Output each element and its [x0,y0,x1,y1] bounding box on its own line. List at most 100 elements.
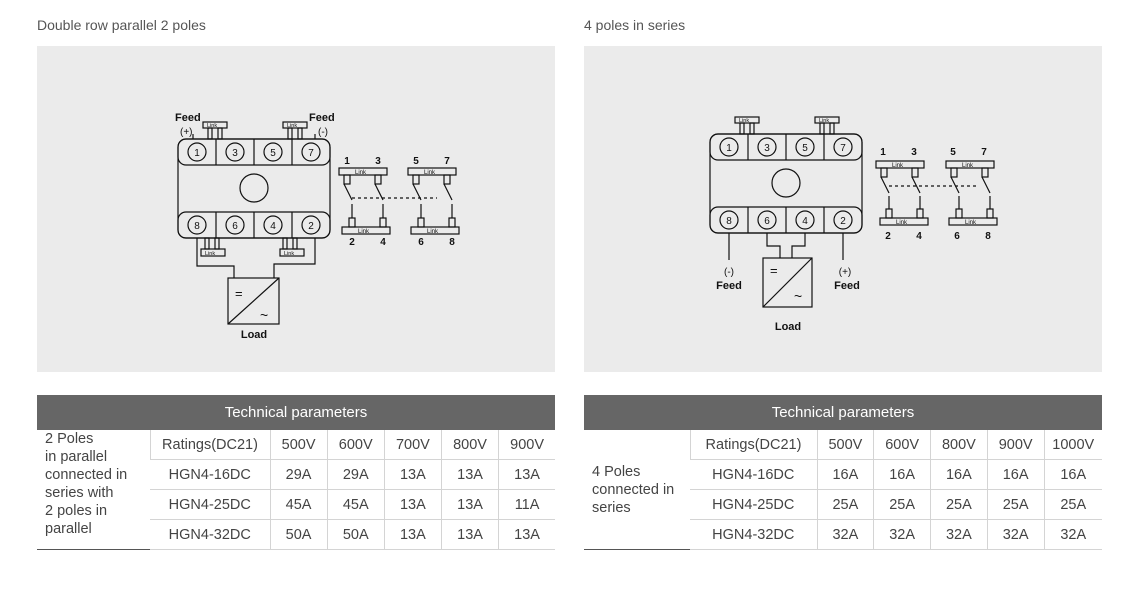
terminal-number: 1 [726,143,732,154]
link-label: Link [207,123,217,129]
ac-symbol: ~ [794,288,802,304]
load-box [762,257,813,308]
rating-cell: 25A [930,489,988,520]
rating-cell: 50A [326,519,385,550]
rating-cell: 16A [986,459,1044,490]
terminal-2 [833,210,853,230]
rating-cell: 29A [269,459,328,490]
contact-number: 8 [985,231,991,242]
terminal-4 [795,210,815,230]
contact-schematic [875,160,998,226]
terminal-8 [187,215,207,235]
terminal-number: 8 [726,216,732,227]
rotary-knob [771,168,801,198]
rating-cell: 25A [986,489,1044,520]
terminal-7 [301,142,321,162]
link-bar-bottom-right [279,248,305,257]
contact-number: 7 [981,147,987,158]
column-header: 500V [816,430,874,460]
rating-cell: 32A [816,519,874,550]
feed-label-right: Feed [309,112,335,124]
rating-cell: 32A [986,519,1044,550]
rating-cell: 16A [930,459,988,490]
terminal-number: 2 [308,221,314,232]
terminal-number: 3 [232,148,238,159]
terminal-number: 6 [232,221,238,232]
model-cell: HGN4-25DC [690,489,817,520]
link-label: Link [896,220,908,226]
rating-cell: 25A [816,489,874,520]
contact-number: 1 [344,156,350,167]
link-label: Link [358,229,370,235]
rating-cell: 11A [498,489,555,520]
table-row: HGN4-25DC 25A 25A 25A 25A 25A [584,489,1102,520]
column-header: Ratings(DC21) [689,430,817,460]
column-header: 800V [930,430,988,460]
terminal-number: 4 [270,221,276,232]
rating-cell: 13A [498,459,555,490]
contact-number: 4 [916,231,922,242]
feed-label-left: Feed [175,112,201,124]
model-cell: HGN4-32DC [690,519,817,550]
rating-cell: 29A [326,459,385,490]
terminal-2 [301,215,321,235]
rating-cell: 16A [873,459,931,490]
link-label: Link [355,170,367,176]
model-cell: HGN4-32DC [150,519,270,550]
contact-number: 5 [413,156,419,167]
rating-cell: 13A [440,459,499,490]
rotary-knob [239,173,269,203]
rating-cell: 16A [1043,459,1102,490]
table-row: HGN4-32DC 50A 50A 13A 13A 13A [37,519,555,550]
contact-number: 5 [950,147,956,158]
column-header: 600V [326,430,385,460]
model-cell: HGN4-16DC [150,459,270,490]
link-label: Link [739,118,749,124]
contact-number: 3 [375,156,381,167]
load-box [227,277,280,325]
rating-cell: 25A [873,489,931,520]
rating-cell: 32A [930,519,988,550]
contact-schematic [338,167,460,235]
contact-number: 1 [880,147,886,158]
terminal-number: 6 [764,216,770,227]
contact-number: 2 [349,237,355,248]
link-label: Link [284,251,294,257]
feed-sign-left: (-) [724,267,734,278]
contact-number: 6 [954,231,960,242]
contact-number: 4 [380,237,386,248]
rating-cell: 45A [269,489,328,520]
column-header: 600V [873,430,931,460]
rating-cell: 13A [383,489,442,520]
link-bar-bottom-left [200,248,226,257]
rating-cell: 50A [269,519,328,550]
rating-cell: 45A [326,489,385,520]
model-cell: HGN4-16DC [690,459,817,490]
terminal-number: 4 [802,216,808,227]
link-label: Link [965,220,977,226]
feed-label-left: Feed [716,280,742,292]
load-label: Load [241,329,267,341]
column-header: 800V [440,430,499,460]
link-bar-top-left [734,116,760,124]
feed-sign-right: (+) [839,267,852,278]
table-row: HGN4-32DC 32A 32A 32A 32A 32A [584,519,1102,550]
contact-number: 3 [911,147,917,158]
rating-cell: 13A [383,519,442,550]
table-row: HGN4-25DC 45A 45A 13A 13A 11A [37,489,555,520]
terminal-number: 3 [764,143,770,154]
link-label: Link [892,163,904,169]
terminal-8 [719,210,739,230]
column-header: 1000V [1043,430,1102,460]
link-label: Link [962,163,974,169]
link-bar-top-right [814,116,840,124]
terminal-number: 7 [308,148,314,159]
rating-cell: 13A [383,459,442,490]
terminal-number: 8 [194,221,200,232]
rating-cell: 13A [440,519,499,550]
terminal-7 [833,137,853,157]
terminal-number: 7 [840,143,846,154]
